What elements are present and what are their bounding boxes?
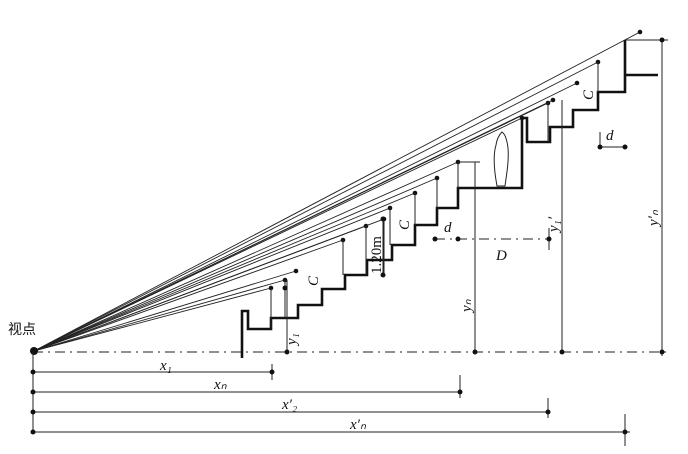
xnp-label: x′ₙ	[349, 417, 367, 433]
riser-lines	[270, 39, 668, 329]
dimension-dot	[380, 272, 386, 278]
dimension-dot	[457, 389, 463, 395]
y1p-label: y₁′	[546, 216, 562, 234]
height-label: 1.20m	[369, 236, 385, 274]
person-silhouette-icon	[493, 131, 509, 187]
upper-stand-profile	[520, 40, 627, 144]
dimension-dot	[30, 369, 36, 375]
sightline	[33, 192, 416, 352]
sightline	[33, 61, 599, 352]
dimension-dot	[282, 285, 288, 291]
yn-label: yₙ	[459, 298, 475, 314]
sightline	[33, 161, 459, 352]
C-label-1: C	[306, 275, 322, 286]
sight-point	[293, 268, 299, 274]
sightline	[33, 31, 641, 352]
d-lower-label: d	[444, 220, 452, 236]
dimension-dot	[455, 236, 461, 242]
dimension-dot	[597, 144, 603, 150]
sightline	[33, 287, 272, 352]
sightline	[33, 218, 385, 352]
dimension-dot	[269, 369, 275, 375]
dimension-dot	[380, 216, 386, 222]
dimension-dot	[622, 144, 628, 150]
sightline	[33, 207, 391, 352]
horizontal-dimensions	[32, 352, 630, 446]
dimension-dot	[432, 236, 438, 242]
x2p-label: x′₂	[281, 397, 297, 413]
dimension-dot	[659, 349, 665, 355]
dimension-dot	[622, 429, 628, 435]
dimension-dot	[545, 409, 551, 415]
dimension-dot	[30, 429, 36, 435]
sight-point	[550, 97, 556, 103]
dimension-dot	[659, 37, 665, 43]
y1-label: y₁	[284, 333, 300, 347]
C-label-3: C	[581, 89, 597, 100]
sightlines	[33, 29, 643, 352]
sightline	[33, 279, 286, 352]
xn-label: xₙ	[213, 377, 228, 393]
dimension-dot	[559, 349, 565, 355]
dimension-dots	[30, 37, 665, 435]
dimension-dot	[30, 389, 36, 395]
sightline	[33, 239, 344, 352]
lower-stand-profile	[240, 118, 524, 358]
dimension-dot	[30, 409, 36, 415]
dimension-dot	[284, 349, 290, 355]
dimension-dot	[472, 349, 478, 355]
sight-point	[574, 80, 580, 86]
sightline	[33, 99, 554, 352]
dimension-dot	[546, 236, 552, 242]
sightline	[33, 82, 578, 352]
ynp-label: y′ₙ	[646, 209, 662, 228]
sight-point	[637, 29, 643, 35]
viewpoint-dot	[30, 347, 38, 355]
C-label-2: C	[397, 219, 413, 230]
viewpoint-label: 视点	[8, 322, 36, 338]
d-upper-label: d	[606, 128, 614, 144]
x1-label: x₁	[159, 358, 172, 374]
sightline	[33, 270, 297, 352]
sightline	[33, 177, 438, 352]
D-label: D	[495, 248, 507, 264]
